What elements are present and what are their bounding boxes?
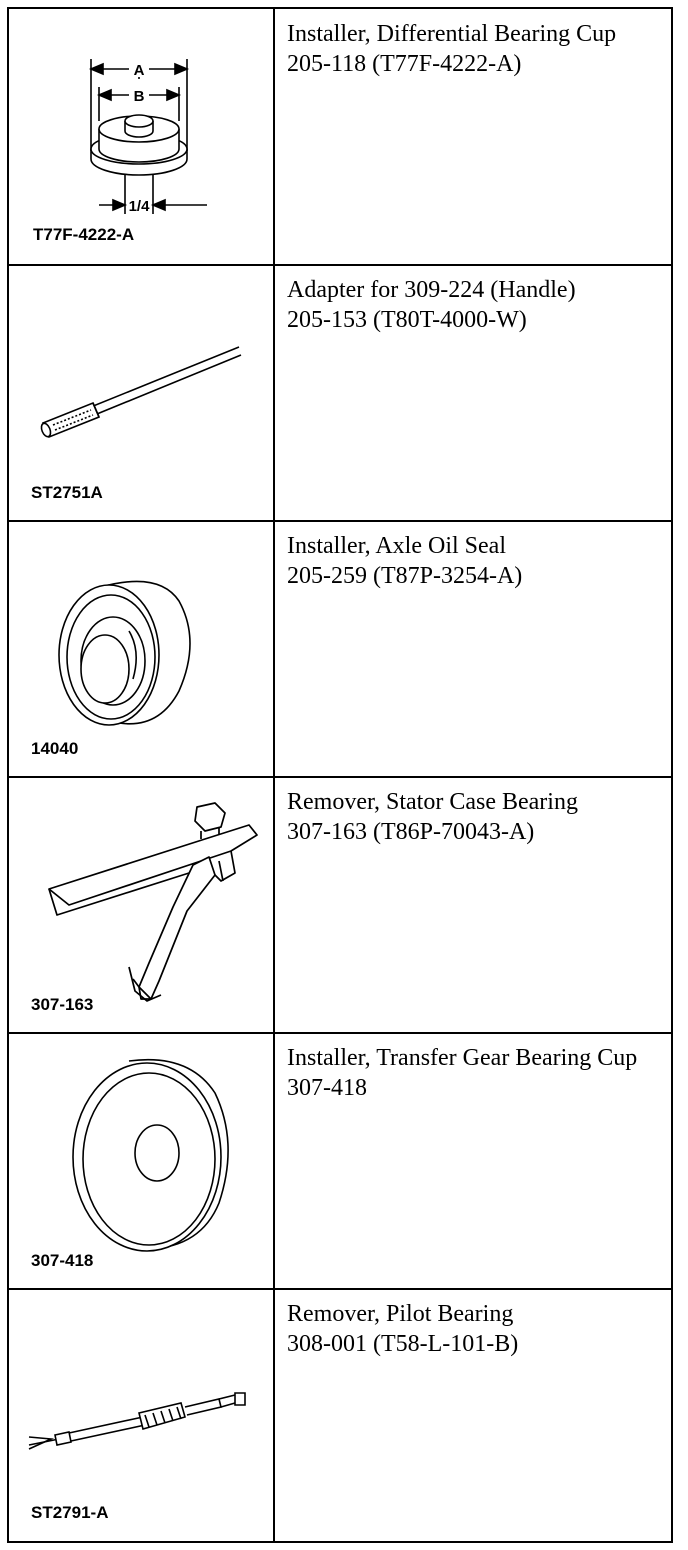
tool-code: 307-418 <box>31 1251 94 1270</box>
table-row: ST2751A Adapter for 309-224 (Handle) 205… <box>9 265 671 522</box>
tool-description: Installer, Differential Bearing Cup 205-… <box>275 9 671 265</box>
tool-illustration-cell: 14040 <box>9 521 275 777</box>
tool-description: Remover, Pilot Bearing 308-001 (T58-L-10… <box>275 1289 671 1541</box>
dimension-b-label: B <box>134 88 145 105</box>
tool-code: T77F-4222-A <box>33 225 135 244</box>
transfer-gear-bearing-cup-installer-illustration <box>72 1058 229 1252</box>
row-divider <box>9 1288 671 1290</box>
tool-name: Installer, Differential Bearing Cup <box>287 21 617 47</box>
tool-description: Installer, Transfer Gear Bearing Cup 307… <box>275 1033 671 1289</box>
tool-table: A B 1/4 T77F-4222-A Installer, Different… <box>7 7 673 1543</box>
tool-illustration-cell: 307-163 <box>9 777 275 1033</box>
tool-description: Remover, Stator Case Bearing 307-163 (T8… <box>275 777 671 1033</box>
tool-number: 307-163 (T86P-70043-A) <box>287 819 535 845</box>
tool-illustration-cell: A B 1/4 T77F-4222-A <box>9 9 275 265</box>
dimension-a-label: A <box>134 62 145 79</box>
table-row: 307-163 Remover, Stator Case Bearing 307… <box>9 777 671 1034</box>
row-divider <box>9 520 671 522</box>
tool-code: ST2751A <box>31 483 103 502</box>
table-row: A B 1/4 T77F-4222-A Installer, Different… <box>9 9 671 266</box>
tool-number: 308-001 (T58-L-101-B) <box>287 1331 519 1357</box>
table-row: 307-418 Installer, Transfer Gear Bearing… <box>9 1033 671 1290</box>
stator-case-bearing-remover-illustration <box>48 802 258 1002</box>
tool-code: 307-163 <box>31 995 94 1014</box>
tool-description: Adapter for 309-224 (Handle) 205-153 (T8… <box>275 265 671 521</box>
table-row: ST2791-A Remover, Pilot Bearing 308-001 … <box>9 1289 671 1541</box>
table-row: 14040 Installer, Axle Oil Seal 205-259 (… <box>9 521 671 778</box>
bearing-cup-installer-illustration: A B 1/4 <box>88 59 207 215</box>
tool-number: 307-418 <box>287 1075 367 1101</box>
tool-description: Installer, Axle Oil Seal 205-259 (T87P-3… <box>275 521 671 777</box>
tool-code: ST2791-A <box>31 1503 109 1522</box>
pilot-bearing-remover-illustration <box>28 1392 246 1450</box>
handle-adapter-illustration <box>40 346 242 439</box>
tool-code: 14040 <box>31 739 79 758</box>
tool-illustration-cell: ST2751A <box>9 265 275 521</box>
axle-oil-seal-installer-illustration <box>58 580 191 726</box>
dimension-quarter-label: 1/4 <box>129 198 151 215</box>
tool-name: Installer, Transfer Gear Bearing Cup <box>287 1045 638 1071</box>
row-divider <box>9 776 671 778</box>
tool-name: Adapter for 309-224 (Handle) <box>287 277 576 303</box>
tool-number: 205-118 (T77F-4222-A) <box>287 51 522 77</box>
tool-illustration-cell: ST2791-A <box>9 1289 275 1541</box>
tool-number: 205-153 (T80T-4000-W) <box>287 307 527 333</box>
tool-illustration-cell: 307-418 <box>9 1033 275 1289</box>
tool-name: Remover, Pilot Bearing <box>287 1301 514 1327</box>
tool-name: Remover, Stator Case Bearing <box>287 789 578 815</box>
row-divider <box>9 264 671 266</box>
tool-name: Installer, Axle Oil Seal <box>287 533 506 559</box>
row-divider <box>9 1032 671 1034</box>
tool-number: 205-259 (T87P-3254-A) <box>287 563 523 589</box>
